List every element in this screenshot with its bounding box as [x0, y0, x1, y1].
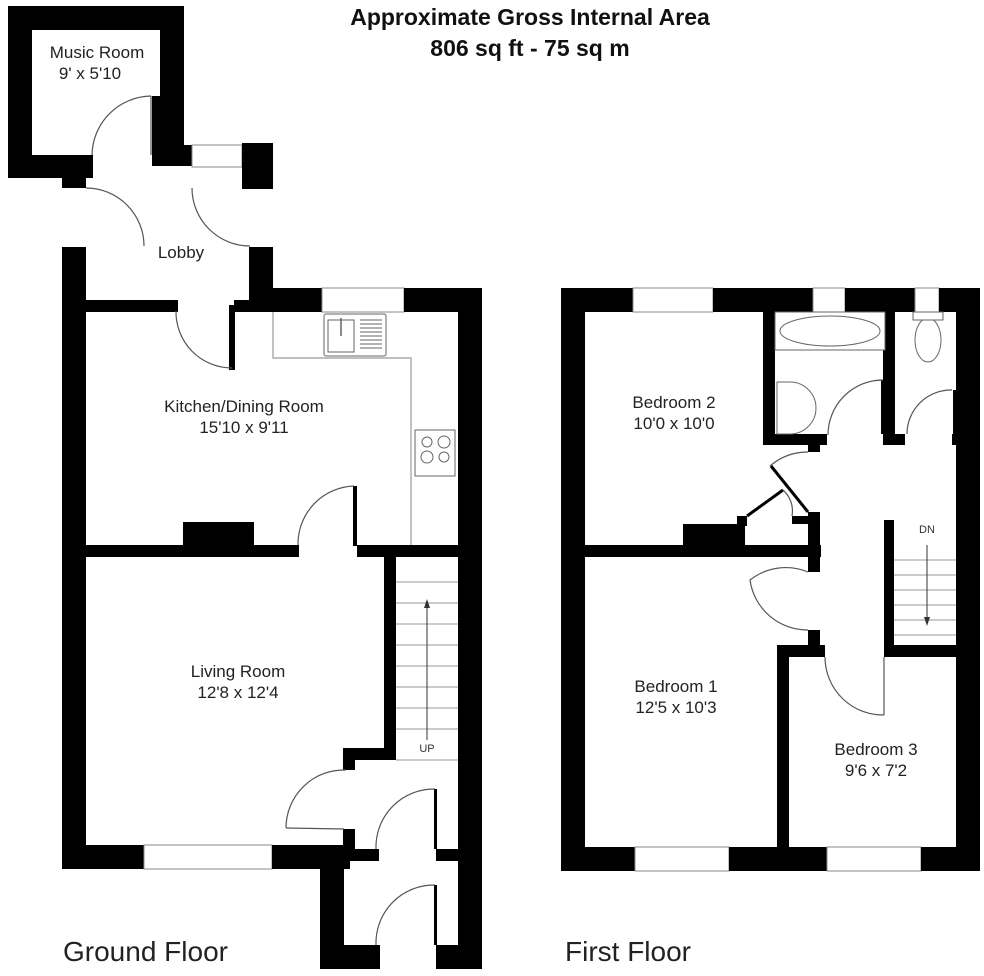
- room-kitchen-dining: Kitchen/Dining Room 15'10 x 9'11: [164, 396, 324, 438]
- room-lobby: Lobby: [158, 242, 204, 263]
- room-size: 10'0 x 10'0: [633, 414, 715, 433]
- toilet-icon: [914, 317, 942, 363]
- gross-area-title: Approximate Gross Internal Area 806 sq f…: [290, 2, 770, 64]
- room-name: Bedroom 1: [634, 677, 718, 696]
- ground-floor-walls: [8, 6, 482, 969]
- room-bedroom-1: Bedroom 1 12'5 x 10'3: [634, 676, 717, 718]
- room-name: Kitchen/Dining Room: [164, 397, 324, 416]
- first-floor-walls: [561, 287, 980, 872]
- title-line-1: Approximate Gross Internal Area: [350, 4, 710, 30]
- room-name: Bedroom 2: [632, 393, 716, 412]
- room-bedroom-3: Bedroom 3 9'6 x 7'2: [834, 739, 917, 781]
- ground-stairs: [396, 581, 458, 761]
- room-name: Living Room: [190, 662, 286, 681]
- basin-icon: [776, 381, 817, 435]
- stairs-down-label: DN: [919, 524, 935, 536]
- first-floor-label: First Floor: [565, 936, 691, 967]
- room-size: 9'6 x 7'2: [844, 761, 908, 780]
- room-size: 9' x 5'10: [58, 64, 122, 83]
- room-bedroom-2: Bedroom 2 10'0 x 10'0: [632, 392, 715, 434]
- room-name: Bedroom 3: [834, 740, 918, 759]
- room-living: Living Room 12'8 x 12'4: [191, 661, 286, 703]
- kitchen-fixtures: [272, 312, 456, 545]
- first-floor-doors: [749, 379, 953, 716]
- room-size: 12'5 x 10'3: [635, 698, 717, 717]
- room-size: 15'10 x 9'11: [199, 418, 289, 437]
- room-name: Lobby: [157, 243, 205, 262]
- room-music: Music Room 9' x 5'10: [50, 42, 144, 84]
- ground-floor-label: Ground Floor: [63, 936, 228, 967]
- hob-icon: [414, 429, 456, 477]
- bathroom-fixtures: [774, 311, 944, 435]
- title-line-2: 806 sq ft - 75 sq m: [430, 35, 630, 61]
- room-size: 12'8 x 12'4: [197, 683, 279, 702]
- first-stairs: [888, 520, 956, 645]
- room-name: Music Room: [49, 43, 145, 62]
- ground-floor-doors: [85, 95, 437, 946]
- stairs-up-label: UP: [419, 743, 435, 755]
